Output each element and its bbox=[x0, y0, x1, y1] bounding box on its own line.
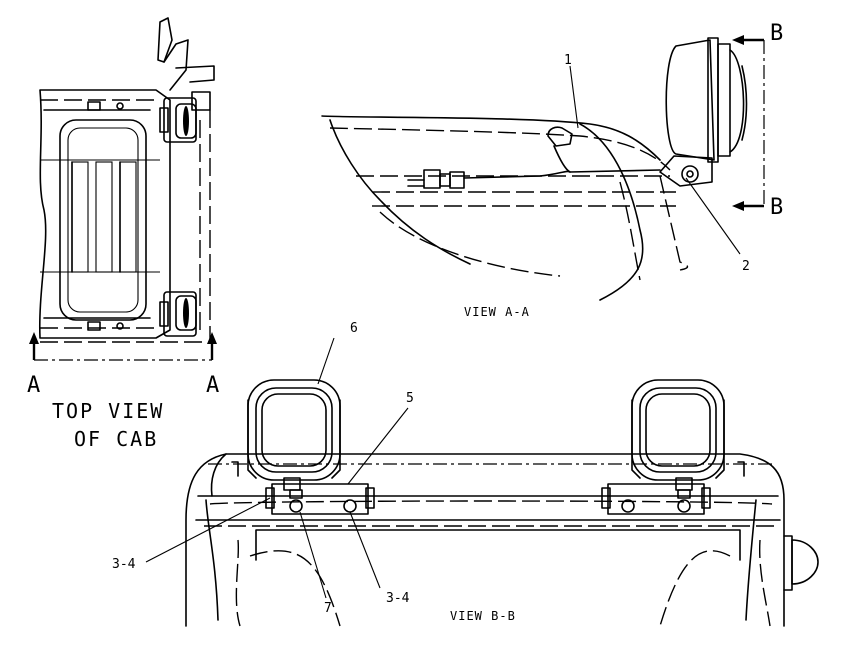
callout-3-4-left: 3-4 bbox=[112, 557, 136, 572]
section-line-b bbox=[732, 35, 765, 211]
mounting-bracket-right bbox=[601, 483, 711, 515]
leader-2 bbox=[685, 177, 741, 255]
marker-lamp bbox=[791, 539, 819, 585]
top-view-title-line1: TOP VIEW bbox=[52, 399, 164, 423]
callout-2: 2 bbox=[742, 259, 750, 274]
callout-7: 7 bbox=[324, 601, 332, 616]
mounting-bracket-left bbox=[265, 483, 375, 515]
cab-outline bbox=[38, 89, 171, 339]
top-view-title-line2: OF CAB bbox=[74, 427, 158, 451]
section-line-a bbox=[29, 332, 217, 361]
view-b-b bbox=[145, 337, 819, 627]
work-lamp-side bbox=[659, 37, 748, 187]
leader-7 bbox=[299, 511, 327, 599]
callout-3-4-right: 3-4 bbox=[386, 591, 410, 606]
callout-5: 5 bbox=[406, 391, 414, 406]
harness-connector bbox=[407, 169, 661, 189]
leader-6 bbox=[317, 337, 335, 385]
connector-top bbox=[87, 101, 124, 111]
leader-3-4-right bbox=[349, 511, 381, 589]
view-b-b-title: VIEW B-B bbox=[450, 609, 516, 623]
connector-bottom bbox=[87, 321, 124, 331]
leader-3-4-left bbox=[145, 497, 271, 563]
view-a-a-title: VIEW A-A bbox=[464, 305, 530, 319]
work-lamp-bottom bbox=[159, 291, 197, 337]
callout-1: 1 bbox=[564, 53, 572, 68]
cab-roof-panel bbox=[59, 119, 147, 321]
work-lamp-right bbox=[631, 379, 725, 491]
section-letter-b-bottom: B bbox=[770, 195, 783, 220]
section-letter-b-top: B bbox=[770, 21, 783, 46]
section-letter-a-left: A bbox=[27, 373, 40, 398]
roof-ribs bbox=[71, 161, 137, 273]
work-lamp-top bbox=[159, 97, 197, 143]
leader-1 bbox=[569, 65, 579, 129]
section-letter-a-right: A bbox=[206, 373, 219, 398]
callout-6: 6 bbox=[350, 321, 358, 336]
view-a-a bbox=[321, 35, 765, 301]
leader-5 bbox=[347, 407, 409, 485]
work-lamp-left bbox=[247, 379, 341, 491]
mirror bbox=[157, 17, 215, 111]
top-view-of-cab bbox=[29, 17, 217, 361]
